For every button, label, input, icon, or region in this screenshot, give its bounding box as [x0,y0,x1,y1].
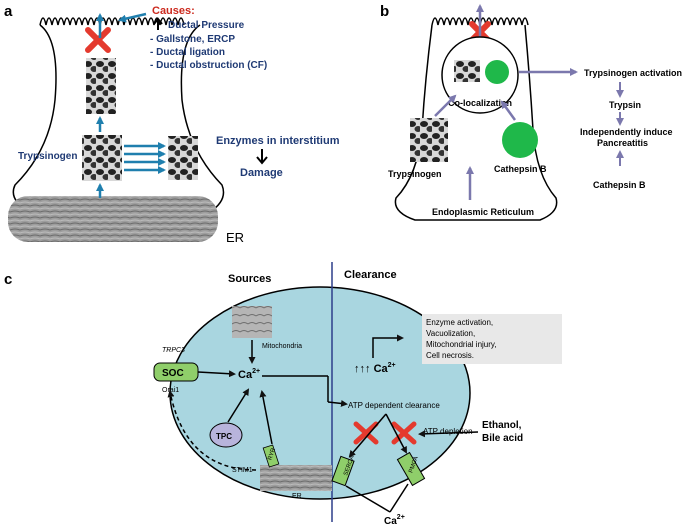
causes-title: Causes: [152,5,195,17]
atp-depletion-label: ATP depletion [423,427,473,436]
cathepsin-label-b: Cathepsin B [494,164,547,174]
cathepsin-granule-b [502,122,538,158]
trypsinogen-in-vesicle [454,60,480,82]
cathepsin-in-vesicle [485,60,509,84]
ryr-channel [262,444,280,468]
ca-center: Ca2+ [238,368,260,381]
er-label-b: Endoplasmic Reticulum [432,207,534,217]
flow-trypsin: Trypsin [609,100,641,110]
zymogen-granule-middle [82,135,122,181]
clearance-label: Clearance [344,269,397,281]
ca-to-clearance-arrow [327,399,348,407]
to-vesicle-arrow-2 [500,100,517,121]
trypsinogen-label-b: Trypsinogen [388,169,442,179]
flow-cathepsin: Cathepsin B [593,180,646,190]
cross-mark-a [85,27,111,53]
panel-c-letter: c [4,271,12,288]
pmca-label: PMCA [408,456,420,474]
trypsinogen-label-a: Trypsinogen [18,151,77,162]
ethanol-arrow [418,430,479,438]
exit-line-2 [389,483,409,513]
colocalization-label: Co-localization [448,98,512,108]
to-pmca-arrow [385,413,407,454]
ca-elevated: ↑↑↑ Ca2+ [354,362,396,375]
panel-c: c Sources Clearance Mitochondria Ca2+ TR… [4,262,562,527]
effects-arrow [372,334,404,358]
interstitium-arrows [124,142,166,174]
enzymes-label: Enzymes in interstitium [216,135,340,147]
panel-b-letter: b [380,3,389,20]
cause-4: - Ductal obstruction (CF) [150,60,267,71]
mitochondria-image [232,306,272,338]
cause-1: Ductal Pressure [168,20,245,31]
tpc-organelle [209,422,243,448]
stim1-dashed-arrow [167,390,257,471]
panel-a-letter: a [4,3,13,20]
panel-a: a Causes: Ductal Pressure - Gallstone, E… [4,3,340,245]
to-vesicle-arrow-1 [434,94,457,117]
panel-b: b Co-localization Trypsinogen Cathepsin … [380,3,682,221]
cross-mark-c1 [353,421,379,445]
tpc-label: TPC [216,432,232,441]
damage-label: Damage [240,167,283,179]
cause-2: - Gallstone, ERCP [150,34,235,45]
ca-exit: Ca2+ [384,514,405,527]
sources-label: Sources [228,273,271,285]
mitochondria-label: Mitochondria [262,343,302,350]
pmca-pump [396,451,426,487]
soc-label: SOC [162,368,184,379]
trypsinogen-granule-b [410,118,448,162]
microvilli-a [39,17,185,26]
to-serca-arrow [348,413,387,458]
atp-clearance-label: ATP dependent clearance [348,401,440,410]
pressure-up-icon [153,17,163,30]
tpc-arrow [227,388,250,423]
ryr-arrow [259,390,273,445]
effects-box [422,314,562,364]
er-image-c [260,465,332,491]
er-image-a [8,196,218,242]
effect-4: Cell necrosis. [426,351,474,360]
stim1-label: STIM1 [232,467,253,474]
flow-independently: Independently induce [580,127,673,137]
ryr-label: RYR [267,447,277,461]
damage-down-icon [256,149,268,165]
pressure-arrow-a [118,12,147,23]
er-label-c: ER [292,493,302,500]
cross-mark-c2 [391,421,417,445]
zymogen-granule-right [168,136,198,180]
flow-pancreatitis: Pancreatitis [597,138,648,148]
trpc3-label: TRPC3 [162,347,185,354]
ethanol-label: Ethanol, [482,420,522,431]
flow-trypsinogen-activation: Trypsinogen activation [584,68,682,78]
serca-pump [331,455,355,487]
er-label-a: ER [226,230,244,245]
soc-influx-arrow [197,370,236,378]
zymogen-granule-top [86,58,116,114]
bile-acid-label: Bile acid [482,433,523,444]
effect-3: Mitochondrial injury, [426,340,497,349]
effect-1: Enzyme activation, [426,318,493,327]
cause-3: - Ductal ligation [150,47,225,58]
exit-line-1 [345,485,391,513]
effect-2: Vacuolization, [426,329,475,338]
